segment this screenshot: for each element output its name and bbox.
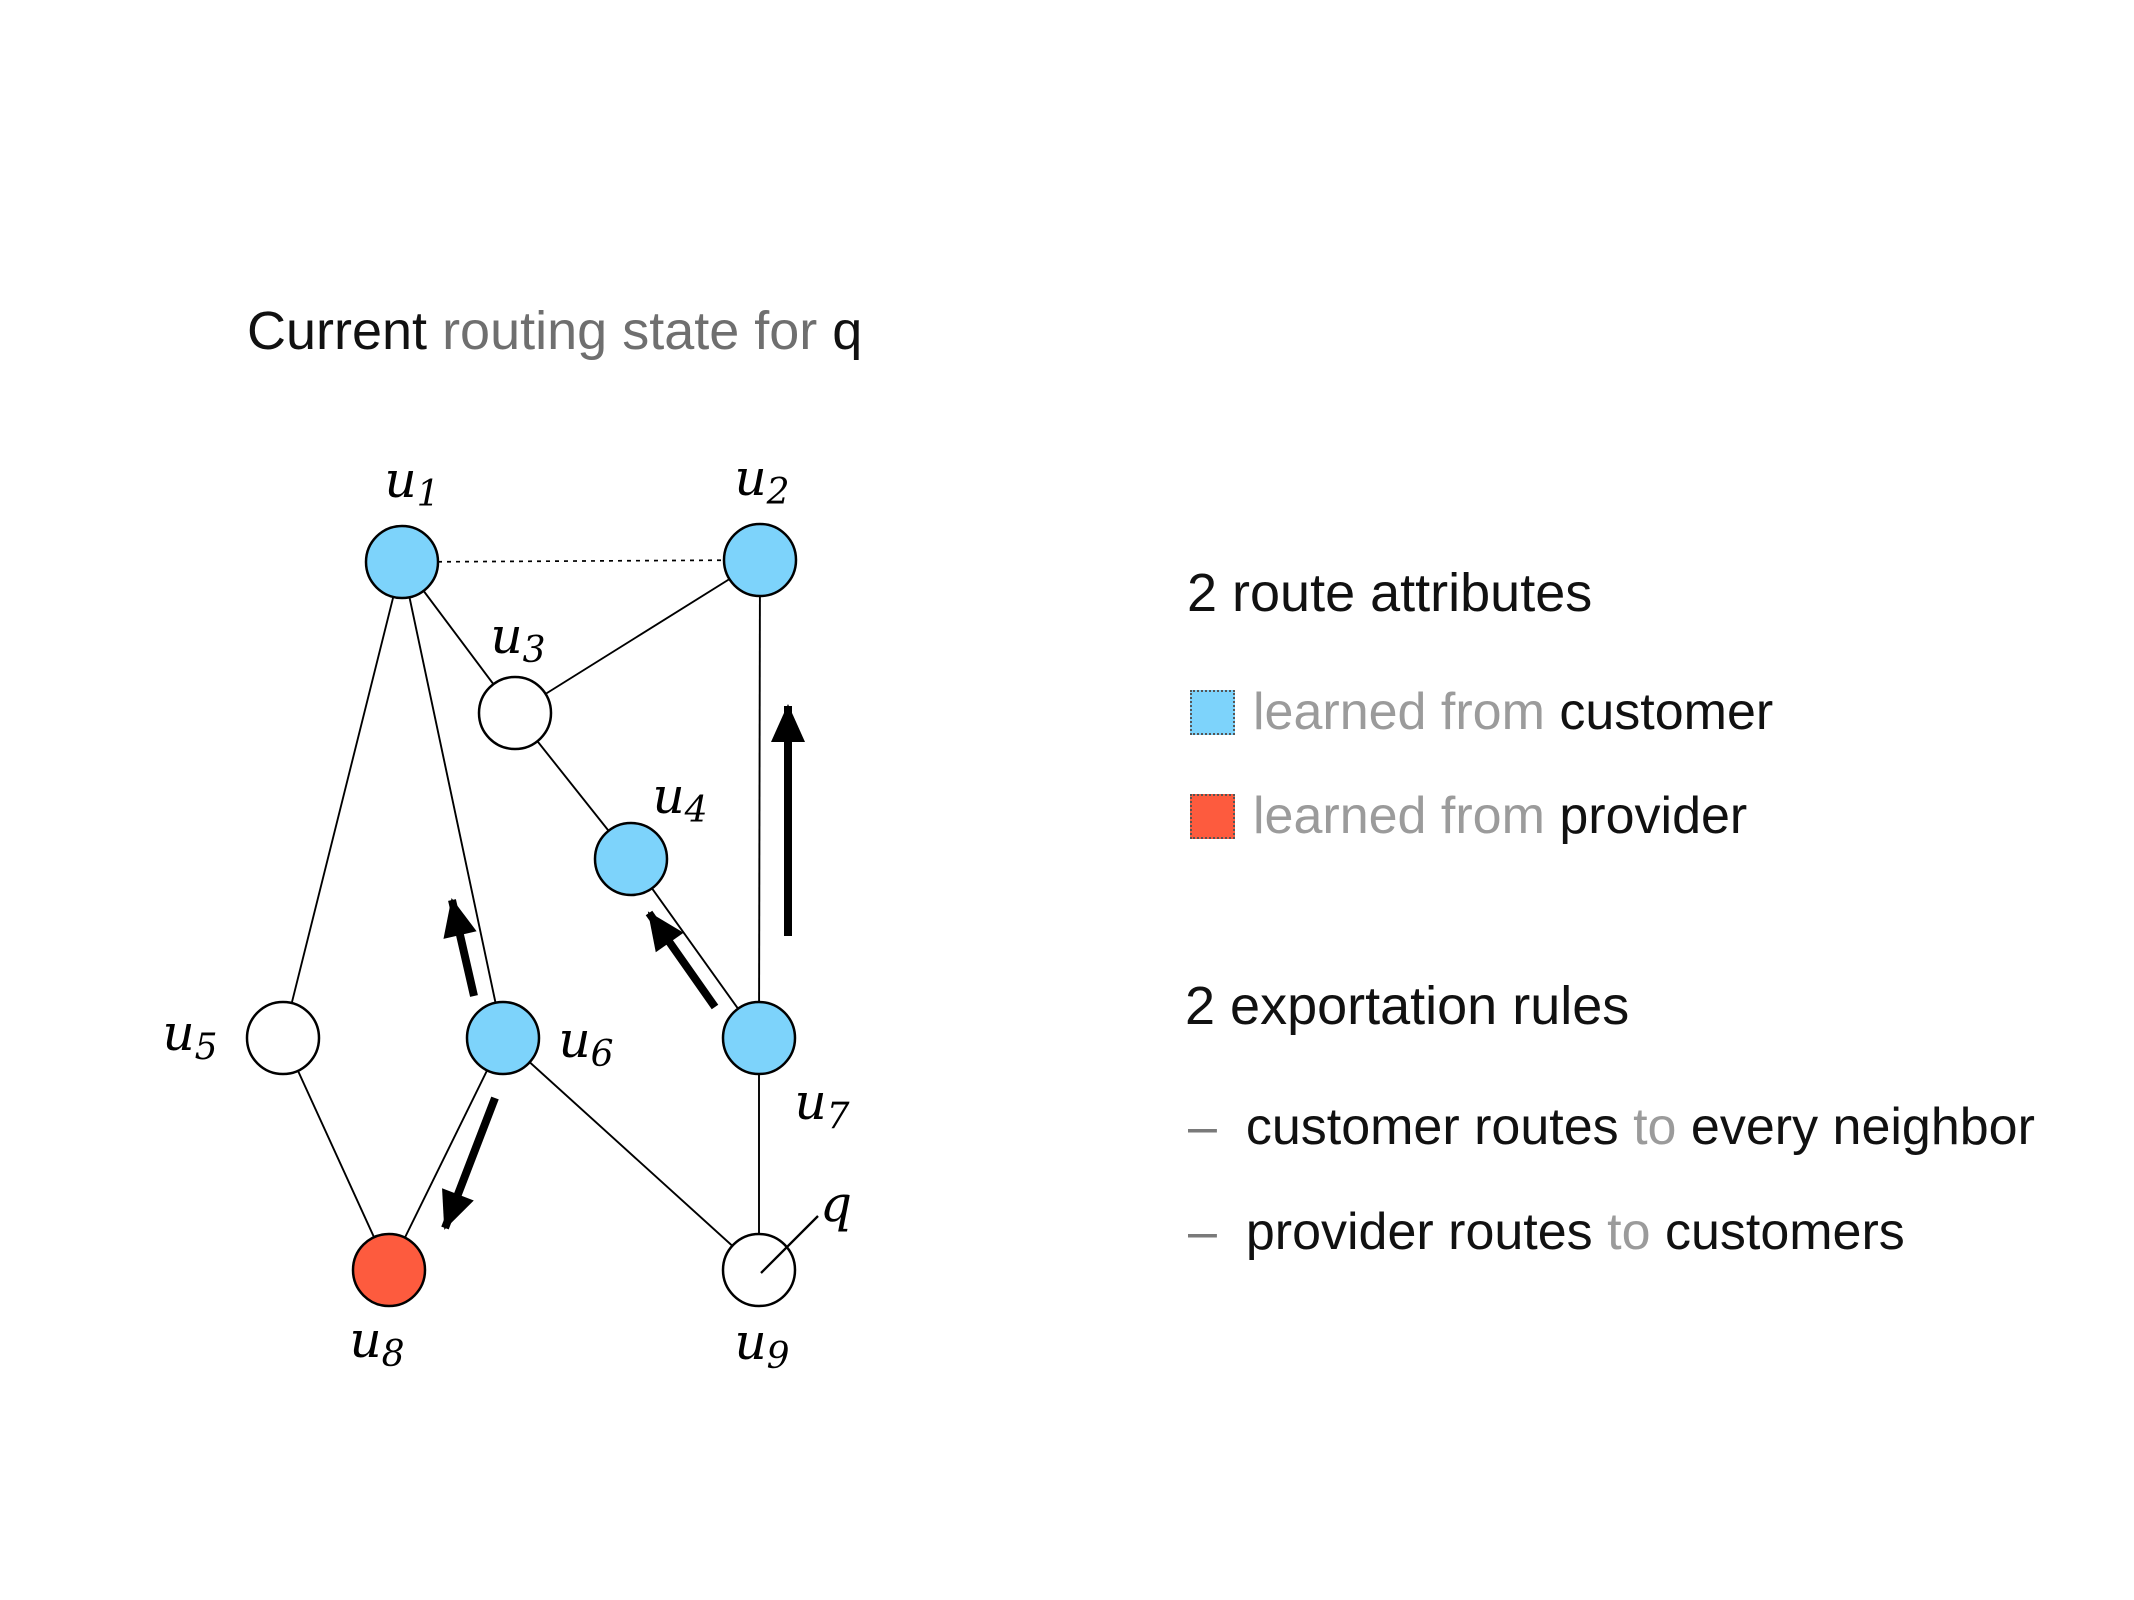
legend-provider-gray-text: learned from [1253,787,1560,845]
edge-u1-u6 [401,561,504,1039]
q-stub-layer [760,1215,819,1274]
edge-u1-u5 [282,561,403,1039]
node-label-u3: u3 [490,607,545,671]
route-flow-arrow-1 [443,898,478,997]
q-stub-line [760,1215,819,1274]
rule2-black2: customers [1664,1203,1905,1261]
node-u4 [593,821,669,897]
rule1-black2: every neighbor [1690,1098,2035,1156]
customer-color-swatch [1190,690,1235,736]
route-flow-arrow-4 [441,1096,499,1230]
node-u1 [364,524,440,600]
legend-item-provider: learned from provider [1190,787,1748,845]
node-u7 [721,1000,797,1076]
node-label-u4: u4 [652,767,707,831]
node-u3 [477,675,553,751]
node-label-u6: u6 [558,1011,613,1075]
exportation-rules-header: 2 exportation rules [1185,976,1630,1036]
rule1-black1: customer routes [1245,1098,1634,1156]
rule-customer-routes: – customer routes to every neighbor [1188,1098,2035,1158]
rule2-black1: provider routes [1245,1203,1608,1261]
node-label-u1: u1 [384,451,439,515]
legend-customer-black-text: customer [1559,683,1774,741]
node-u8 [351,1232,427,1308]
title-part-current: Current [247,301,443,361]
legend-provider-black-text: provider [1559,787,1748,845]
rule-provider-routes: – provider routes to customers [1188,1203,1905,1263]
node-u9 [721,1232,797,1308]
node-label-u9: u9 [734,1313,789,1377]
edge-u5-u8 [282,1037,390,1271]
rule1-gray: to [1633,1098,1691,1156]
edge-u6-u9 [502,1037,760,1271]
edges-layer [282,559,761,1271]
edge-u6-u8 [388,1037,504,1271]
nodes-layer [245,522,798,1308]
bullet-dash: – [1188,1098,1217,1156]
node-label-u7: u7 [794,1073,849,1137]
title-part-q: q [832,301,863,361]
route-flow-arrow-2 [645,910,719,1010]
legend-item-customer: learned from customer [1190,683,1774,741]
node-u2 [722,522,798,598]
edge-u2-u7 [758,559,761,1039]
edge-u1-u2 [401,559,761,563]
node-u6 [465,1000,541,1076]
legend-customer-gray-text: learned from [1253,683,1560,741]
node-label-u5: u5 [162,1004,217,1068]
labels-layer: u1 u2 u3 u4 u5 u6 u7 u8 u9 q [162,449,852,1377]
page-title: Current routing state for q [247,300,862,362]
provider-color-swatch [1190,794,1235,840]
legend-item-customer-label: learned from customer [1253,683,1774,741]
legend-item-provider-label: learned from provider [1253,787,1748,845]
edge-u2-u3 [514,559,761,714]
title-part-routing-state: routing state for [442,301,833,361]
q-node-label: q [820,1175,852,1233]
node-u5 [245,1000,321,1076]
bullet-dash: – [1188,1203,1217,1261]
node-label-u8: u8 [349,1311,404,1375]
flow-arrows-layer [441,704,805,1230]
node-label-u2: u2 [734,449,789,513]
rule2-gray: to [1607,1203,1665,1261]
route-attributes-header: 2 route attributes [1187,563,1593,623]
